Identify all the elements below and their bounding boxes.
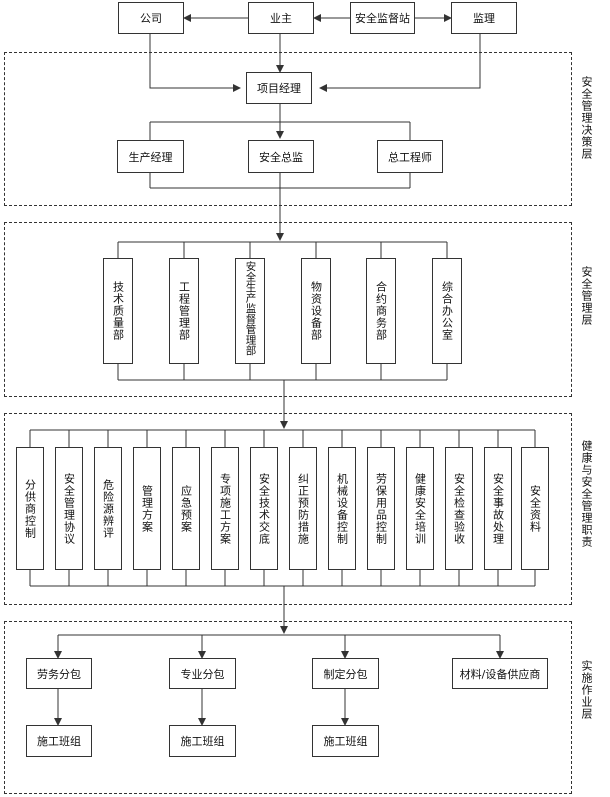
department-box: 物资设备部 bbox=[301, 258, 331, 364]
responsibility-box: 专项施工方案 bbox=[211, 447, 239, 570]
responsibility-label: 健康安全培训 bbox=[413, 472, 427, 545]
department-label: 安全生产监督管理部 bbox=[244, 261, 257, 356]
health-layer-label: 健康与安全管理职责 bbox=[580, 440, 593, 548]
department-box: 安全生产监督管理部 bbox=[235, 258, 265, 364]
health-layer-frame bbox=[4, 413, 572, 605]
responsibility-box: 分供商控制 bbox=[16, 447, 44, 570]
construction-team-box: 施工班组 bbox=[312, 725, 379, 757]
responsibility-label: 安全检查验收 bbox=[452, 472, 466, 545]
decision-layer-frame bbox=[4, 52, 572, 206]
implementation-layer-label: 实施作业层 bbox=[580, 660, 593, 720]
department-box: 工程管理部 bbox=[169, 258, 199, 364]
responsibility-box: 劳保用品控制 bbox=[367, 447, 395, 570]
responsibility-label: 机械设备控制 bbox=[335, 472, 349, 545]
chief-engineer-box: 总工程师 bbox=[377, 140, 443, 173]
management-layer-frame bbox=[4, 222, 572, 397]
material-supplier-box: 材料/设备供应商 bbox=[452, 658, 548, 689]
responsibility-box: 应急预案 bbox=[172, 447, 200, 570]
responsibility-box: 安全检查验收 bbox=[445, 447, 473, 570]
production-manager-box: 生产经理 bbox=[117, 140, 184, 173]
decision-layer-label: 安全管理决策层 bbox=[580, 76, 593, 160]
department-label: 物资设备部 bbox=[309, 281, 323, 341]
construction-team-box: 施工班组 bbox=[26, 725, 92, 757]
safety-director-box: 安全总监 bbox=[248, 140, 314, 173]
responsibility-label: 应急预案 bbox=[179, 484, 193, 533]
professional-subcontract-box: 专业分包 bbox=[169, 658, 236, 689]
responsibility-box: 安全管理协议 bbox=[55, 447, 83, 570]
owner-box: 业主 bbox=[248, 2, 314, 34]
department-box: 综合办公室 bbox=[432, 258, 462, 364]
supervisor-box: 监理 bbox=[451, 2, 517, 34]
responsibility-box: 危险源辨评 bbox=[94, 447, 122, 570]
construction-team-box: 施工班组 bbox=[169, 725, 236, 757]
responsibility-box: 纠正预防措施 bbox=[289, 447, 317, 570]
responsibility-box: 健康安全培训 bbox=[406, 447, 434, 570]
department-label: 综合办公室 bbox=[440, 281, 454, 341]
labor-subcontract-box: 劳务分包 bbox=[26, 658, 92, 689]
responsibility-box: 机械设备控制 bbox=[328, 447, 356, 570]
responsibility-label: 专项施工方案 bbox=[218, 472, 232, 545]
responsibility-box: 安全资料 bbox=[521, 447, 549, 570]
department-label: 合约商务部 bbox=[374, 281, 388, 341]
responsibility-label: 危险源辨评 bbox=[101, 478, 115, 539]
responsibility-box: 管理方案 bbox=[133, 447, 161, 570]
management-layer-label: 安全管理层 bbox=[580, 266, 593, 326]
responsibility-label: 管理方案 bbox=[140, 484, 154, 533]
responsibility-label: 安全事故处理 bbox=[491, 472, 505, 545]
department-box: 技术质量部 bbox=[103, 258, 133, 364]
responsibility-label: 安全资料 bbox=[528, 484, 542, 533]
responsibility-box: 安全事故处理 bbox=[484, 447, 512, 570]
responsibility-label: 安全管理协议 bbox=[62, 472, 76, 545]
implementation-layer-frame bbox=[4, 621, 572, 794]
responsibility-label: 纠正预防措施 bbox=[296, 472, 310, 545]
responsibility-box: 安全技术交底 bbox=[250, 447, 278, 570]
company-box: 公司 bbox=[118, 2, 184, 34]
department-label: 工程管理部 bbox=[177, 281, 191, 341]
project-manager-box: 项目经理 bbox=[246, 72, 312, 104]
responsibility-label: 劳保用品控制 bbox=[374, 472, 388, 545]
responsibility-label: 安全技术交底 bbox=[257, 472, 271, 545]
department-box: 合约商务部 bbox=[366, 258, 396, 364]
department-label: 技术质量部 bbox=[111, 281, 125, 341]
supervision-station-box: 安全监督站 bbox=[350, 2, 415, 34]
designated-subcontract-box: 制定分包 bbox=[312, 658, 379, 689]
responsibility-label: 分供商控制 bbox=[23, 478, 37, 539]
